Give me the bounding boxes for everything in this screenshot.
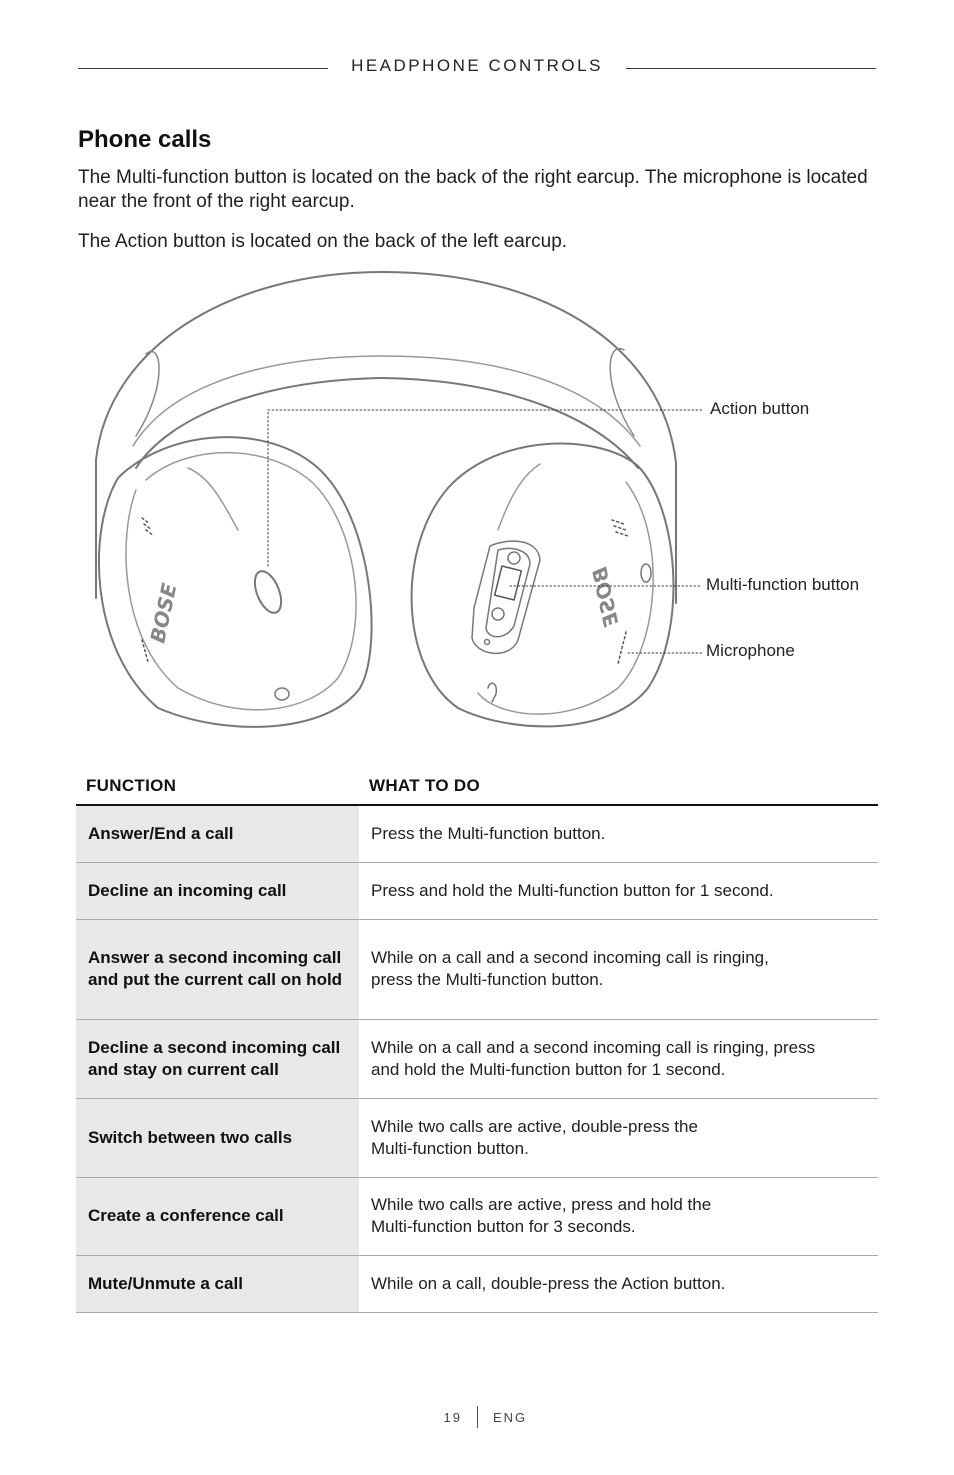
column-header-function: FUNCTION xyxy=(76,768,359,806)
section-title: Phone calls xyxy=(78,126,212,153)
action-cell: While two calls are active, press and ho… xyxy=(359,1177,878,1256)
page-footer: 19 ENG xyxy=(0,1406,954,1430)
right-logo: BOSE xyxy=(587,565,623,629)
action-cell: Press the Multi-function button. xyxy=(359,805,878,863)
microphone-shape xyxy=(640,563,652,583)
action-button-shape xyxy=(253,570,283,614)
action-cell: While on a call, double-press the Action… xyxy=(359,1255,878,1313)
callout-multifunction-button: Multi-function button xyxy=(706,575,860,594)
footer-divider xyxy=(477,1406,478,1428)
left-logo: BOSE xyxy=(145,581,181,645)
headphones-illustration: BOSE BOSE xyxy=(95,271,703,728)
function-cell: Switch between two calls xyxy=(76,1098,359,1178)
function-cell: Create a conference call xyxy=(76,1177,359,1256)
header-title: HEADPHONE CONTROLS xyxy=(343,56,611,75)
headband-outer xyxy=(95,271,677,604)
action-text: While two calls are active, double-press… xyxy=(371,1116,698,1158)
page-number: 19 xyxy=(443,1410,462,1425)
page-header: HEADPHONE CONTROLS xyxy=(78,56,876,80)
table-row: Answer/End a call Press the Multi-functi… xyxy=(76,805,878,863)
action-cell: While on a call and a second incoming ca… xyxy=(359,1019,878,1099)
header-rule-right xyxy=(626,68,876,69)
table-row: Switch between two calls While two calls… xyxy=(76,1098,878,1178)
table-row: Decline an incoming call Press and hold … xyxy=(76,862,878,920)
table-row: Create a conference call While two calls… xyxy=(76,1177,878,1256)
intro-paragraph-2: The Action button is located on the back… xyxy=(78,231,568,252)
control-strip xyxy=(471,540,541,655)
function-cell: Mute/Unmute a call xyxy=(76,1255,359,1313)
headband-pad-left xyxy=(135,350,160,437)
phone-calls-table: FUNCTION WHAT TO DO Answer/End a call Pr… xyxy=(76,768,878,1313)
right-earcup: BOSE xyxy=(410,442,675,728)
headband-edge xyxy=(132,355,641,447)
headband-pad-right xyxy=(609,347,635,437)
callout-microphone: Microphone xyxy=(706,641,795,660)
headband-inner xyxy=(135,377,639,469)
action-cell: Press and hold the Multi-function button… xyxy=(359,862,878,920)
action-leader xyxy=(267,409,703,567)
table-row: Mute/Unmute a call While on a call, doub… xyxy=(76,1255,878,1313)
language-label: ENG xyxy=(493,1410,528,1425)
function-cell: Answer a second incoming call and put th… xyxy=(76,919,359,1020)
headphones-figure: BOSE BOSE xyxy=(78,268,888,738)
intro-paragraph-1: The Multi-function button is located on … xyxy=(78,167,868,212)
left-earcup: BOSE xyxy=(97,436,373,728)
table-header-row: FUNCTION WHAT TO DO xyxy=(76,768,878,806)
table-row: Decline a second incoming call and stay … xyxy=(76,1019,878,1099)
table-row: Answer a second incoming call and put th… xyxy=(76,919,878,1020)
column-header-what-to-do: WHAT TO DO xyxy=(359,768,878,806)
function-cell: Decline a second incoming call and stay … xyxy=(76,1019,359,1099)
action-cell: While on a call and a second incoming ca… xyxy=(359,919,878,1020)
header-rule-left xyxy=(78,68,328,69)
action-text: While on a call and a second incoming ca… xyxy=(371,948,769,989)
action-cell: While two calls are active, double-press… xyxy=(359,1098,878,1178)
callout-action-button: Action button xyxy=(710,399,810,418)
function-cell: Decline an incoming call xyxy=(76,862,359,920)
action-text: While two calls are active, press and ho… xyxy=(371,1195,712,1236)
action-text: While on a call and a second incoming ca… xyxy=(371,1037,816,1079)
function-cell: Answer/End a call xyxy=(76,805,359,863)
